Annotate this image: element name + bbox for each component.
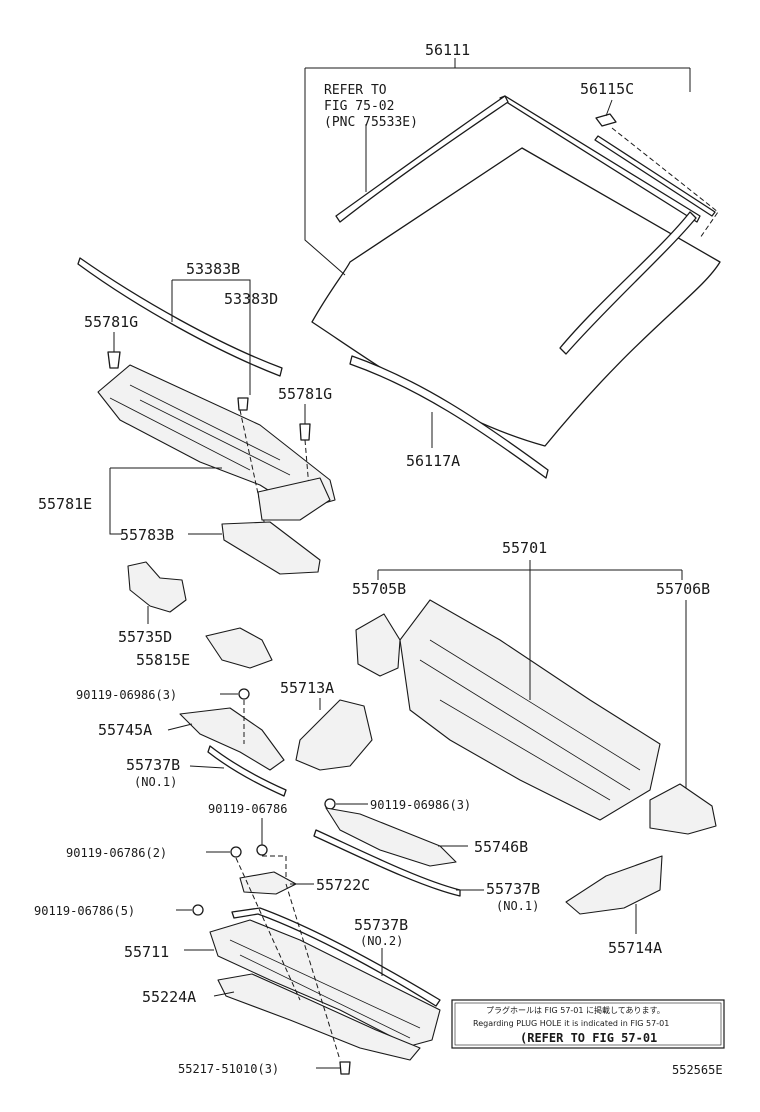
note-english: Regarding PLUG HOLE it is indicated in F… (473, 1019, 669, 1028)
label-55781g-a: 55781G (84, 313, 138, 331)
label-55815e: 55815E (136, 651, 190, 669)
panel-55713a[interactable] (295, 699, 373, 771)
label-55737b-1: 55737B (126, 756, 180, 774)
leader-55701 (377, 560, 683, 700)
bracket-55722c[interactable] (239, 871, 297, 895)
label-bolt-90119-06986-b: 90119-06986(3) (370, 798, 471, 812)
seal-55737b-no1-right[interactable] (313, 829, 461, 897)
label-55706b: 55706B (656, 580, 710, 598)
panel-55224a[interactable] (217, 973, 421, 1061)
leader-56115c (605, 99, 613, 117)
clip-53383d[interactable] (237, 397, 249, 411)
label-bolt-90119-06786: 90119-06786 (208, 802, 287, 816)
label-53383d: 53383D (224, 290, 278, 308)
leader-56111 (304, 58, 691, 276)
screw-55217-51010[interactable] (339, 1061, 351, 1075)
cowl-vent-lower-55781e[interactable] (257, 477, 331, 521)
label-56111: 56111 (425, 41, 470, 59)
label-55737b-2: 55737B (486, 880, 540, 898)
label-refer-line3: (PNC 75533E) (324, 115, 418, 130)
bolt-90119-06986-b[interactable] (324, 798, 336, 810)
bolt-90119-06986-a[interactable] (238, 688, 250, 700)
cowl-bracket-55783b[interactable] (221, 521, 321, 575)
clip-56115c[interactable] (595, 113, 617, 127)
panel-55745a[interactable] (179, 707, 285, 771)
dash-bolts (235, 855, 287, 881)
plug-hole-note-box: プラグホールは FIG 57-01 に掲載してあります。 Regarding P… (451, 999, 725, 1049)
label-56115c: 56115C (580, 80, 634, 98)
label-no1-a: (NO.1) (134, 775, 177, 789)
label-55705b: 55705B (352, 580, 406, 598)
cowl-side-55705b[interactable] (355, 613, 401, 677)
leader-55737b-1 (189, 765, 225, 769)
seal-55737b-no2[interactable] (231, 907, 441, 1007)
label-55714a: 55714A (608, 939, 662, 957)
cowl-lower-55711[interactable] (209, 919, 441, 1047)
label-55224a: 55224A (142, 988, 196, 1006)
label-55737b-3: 55737B (354, 916, 408, 934)
bolt-90119-06786-a[interactable] (256, 844, 268, 856)
label-55746b: 55746B (474, 838, 528, 856)
bolt-90119-06786-c[interactable] (192, 904, 204, 916)
windshield-side-molding-right[interactable] (559, 211, 697, 355)
note-japanese: プラグホールは FIG 57-01 に掲載してあります。 (486, 1005, 665, 1015)
label-55722c: 55722C (316, 876, 370, 894)
panel-55714a[interactable] (565, 855, 663, 915)
label-no1-b: (NO.1) (496, 899, 539, 913)
diagram-code: 552565E (672, 1063, 723, 1077)
label-53383b: 53383B (186, 260, 240, 278)
label-55781g-b: 55781G (278, 385, 332, 403)
label-refer-line1: REFER TO (324, 83, 387, 98)
label-56117a: 56117A (406, 452, 460, 470)
label-no2: (NO.2) (360, 934, 403, 948)
clip-55781g-right[interactable] (299, 423, 311, 441)
label-bolt-90119-06786-5: 90119-06786(5) (34, 904, 135, 918)
label-screw-55217-51010: 55217-51010(3) (178, 1062, 279, 1076)
label-55781e: 55781E (38, 495, 92, 513)
bolt-90119-06786-b[interactable] (230, 846, 242, 858)
leader-55745a (167, 723, 193, 731)
molding-dash-line (611, 127, 719, 239)
label-refer-line2: FIG 75-02 (324, 99, 394, 114)
clip-55781g-left[interactable] (107, 351, 121, 369)
label-55745a: 55745A (98, 721, 152, 739)
label-bolt-90119-06786-2: 90119-06786(2) (66, 846, 167, 860)
label-55701: 55701 (502, 539, 547, 557)
leader-55781e (109, 467, 222, 535)
cowl-side-55706b[interactable] (649, 783, 717, 835)
windshield-lower-weatherstrip[interactable] (349, 355, 549, 479)
label-55711: 55711 (124, 943, 169, 961)
leader-55224a (213, 991, 235, 997)
panel-55746b[interactable] (325, 807, 457, 867)
seal-55735d[interactable] (127, 561, 187, 613)
label-55735d: 55735D (118, 628, 172, 646)
hood-to-cowl-seal-53383b[interactable] (77, 257, 283, 377)
dash-lower (245, 879, 341, 1061)
label-55783b: 55783B (120, 526, 174, 544)
note-refer: (REFER TO FIG 57-01 (520, 1031, 657, 1045)
label-bolt-90119-06986-a: 90119-06986(3) (76, 688, 177, 702)
seal-55737b-no1-left[interactable] (207, 745, 287, 797)
seal-55815e[interactable] (205, 627, 273, 669)
cowl-panel-55701[interactable] (399, 599, 661, 821)
windshield-side-molding-left[interactable] (335, 95, 509, 223)
label-55713a: 55713A (280, 679, 334, 697)
